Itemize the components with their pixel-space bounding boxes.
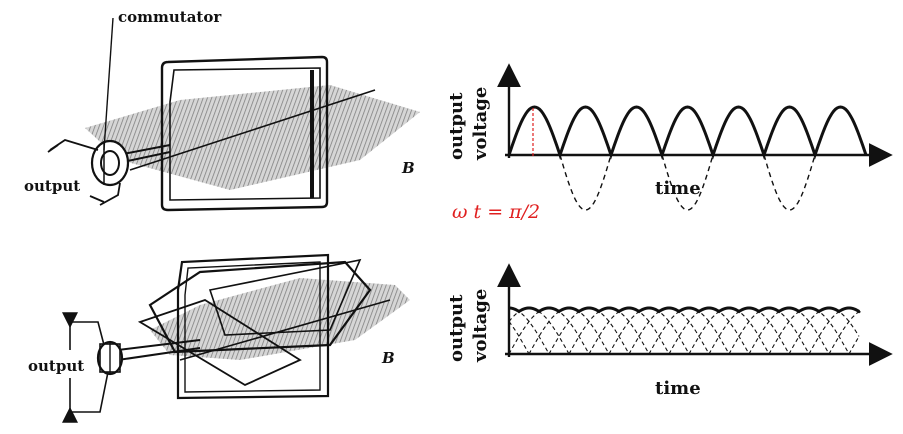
commutator-pointer	[103, 17, 114, 151]
y-axis-label-line2: voltage	[470, 87, 491, 161]
commutator-label: commutator	[118, 8, 222, 26]
y-axis-label-line1: output	[446, 294, 467, 362]
y-axis-label-line2: voltage	[470, 289, 491, 363]
output-label: output	[24, 177, 80, 195]
x-axis-label: time	[655, 378, 701, 399]
y-axis-label-line1: output	[446, 92, 467, 160]
segmented-commutator	[96, 340, 124, 376]
coil-shaft	[117, 339, 201, 361]
output-label: output	[28, 357, 84, 375]
field-line	[129, 89, 376, 171]
field-label-b: B	[381, 349, 395, 367]
x-axis-label: time	[655, 178, 701, 199]
output-leads	[47, 139, 121, 206]
multi-coil-voltage-graph: output voltage time	[446, 263, 893, 399]
commutator	[90, 139, 130, 187]
rectified-voltage-curve	[507, 105, 868, 160]
rectified-voltage-graph: output voltage time ω t = π/2	[446, 63, 893, 223]
negative-half-cycle-curve	[559, 154, 816, 211]
multi-coil-generator: output B	[28, 253, 410, 423]
field-label-b: B	[401, 159, 415, 177]
magnetic-field-region	[150, 278, 410, 360]
individual-coil-curves	[508, 307, 860, 355]
phase-annotation: ω t = π/2	[452, 201, 540, 223]
single-coil-generator: commutator output B	[24, 8, 420, 212]
output-leads	[62, 312, 109, 423]
rotating-coil	[160, 55, 329, 212]
magnetic-field-region	[85, 85, 420, 190]
